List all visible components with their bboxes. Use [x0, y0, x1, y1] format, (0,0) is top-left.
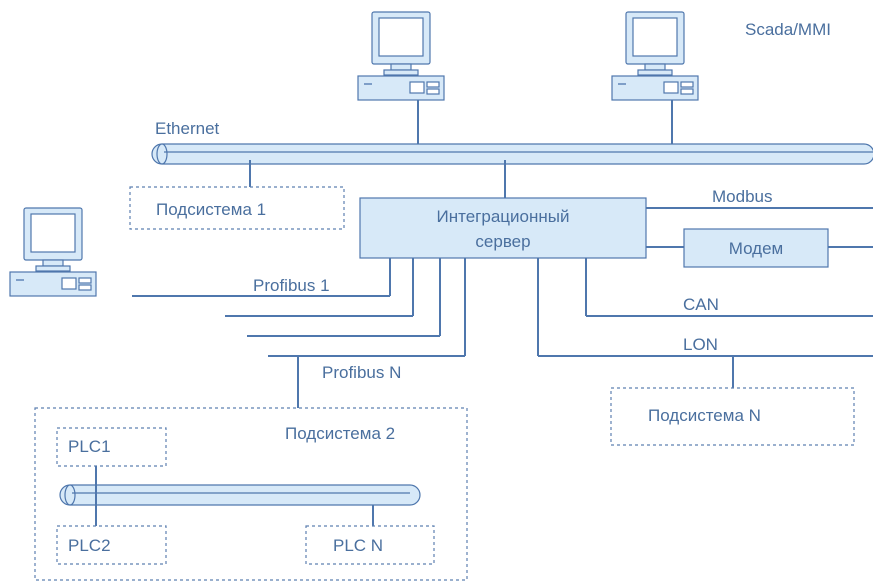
subsystem-1-box	[129, 186, 345, 230]
scada-label: Scada/MMI	[745, 20, 831, 39]
subsystem-n-box	[610, 387, 855, 446]
subsystem-2-box	[34, 407, 468, 581]
plc1-box	[56, 427, 167, 467]
plc1-label: PLC1	[68, 437, 111, 456]
subsystem-2-bus	[59, 484, 421, 506]
integration-server-label-line2: сервер	[475, 232, 530, 251]
profibus-n-label: Profibus N	[322, 363, 401, 382]
integration-server-label-line1: Интеграционный	[437, 207, 570, 226]
ethernet-bus	[151, 143, 873, 165]
plc-n-box	[305, 525, 435, 565]
profibus-1-label: Profibus 1	[253, 276, 330, 295]
modem-label: Модем	[729, 239, 784, 258]
ethernet-label: Ethernet	[155, 119, 220, 138]
modem-box	[683, 228, 829, 268]
can-label: CAN	[683, 295, 719, 314]
modbus-label: Modbus	[712, 187, 772, 206]
lon-label: LON	[683, 335, 718, 354]
scada-computer-2-icon	[611, 11, 699, 101]
integration-server-box	[359, 197, 647, 259]
subsystem-1-label: Подсистема 1	[156, 200, 266, 219]
subsystem-n-label: Подсистема N	[648, 406, 761, 425]
subsystem-2-label: Подсистема 2	[285, 424, 395, 443]
scada-computer-1-icon	[357, 11, 445, 101]
workstation-computer-icon	[9, 207, 97, 297]
plc-n-label: PLC N	[333, 536, 383, 555]
plc2-label: PLC2	[68, 536, 111, 555]
plc2-box	[56, 525, 167, 565]
